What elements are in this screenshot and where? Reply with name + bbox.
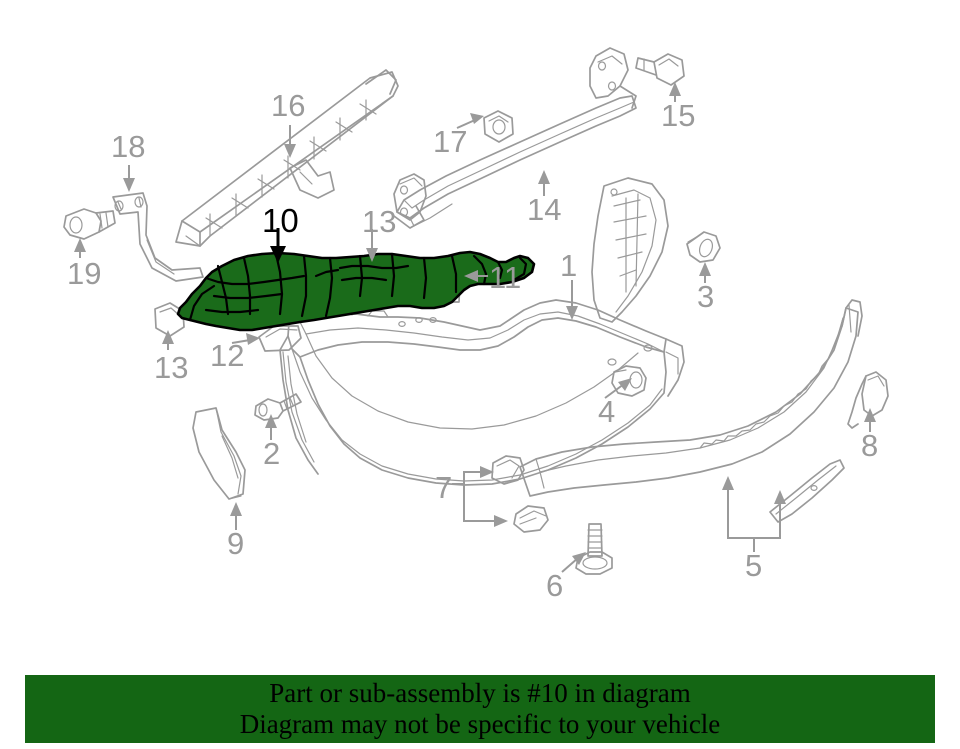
callout-label-10: 10	[262, 202, 299, 239]
callout-label-5: 5	[745, 548, 763, 583]
banner-line-1: Part or sub-assembly is #10 in diagram	[269, 678, 691, 708]
callout-label-14: 14	[527, 192, 562, 227]
part-corner-grille-bracket	[591, 177, 669, 323]
part-10-highlighted-bracket	[176, 250, 536, 332]
leader-13-left	[162, 330, 174, 350]
callout-label-12: 12	[210, 338, 245, 373]
callout-label-3: 3	[697, 279, 715, 314]
callout-label-9: 9	[227, 526, 245, 561]
part-19-bolt	[63, 208, 116, 240]
callout-label-2: 2	[263, 436, 281, 471]
leader-7	[452, 466, 508, 527]
part-6-bolt	[575, 523, 613, 575]
callout-label-13-right: 13	[362, 204, 397, 239]
leader-18	[123, 165, 135, 192]
leader-14	[538, 170, 550, 196]
leader-11	[464, 270, 488, 282]
callout-label-17: 17	[433, 124, 468, 159]
leader-19	[74, 238, 86, 258]
footer-banner: Part or sub-assembly is #10 in diagram D…	[25, 675, 935, 743]
part-9-side-bracket	[192, 407, 246, 500]
leader-2	[265, 414, 277, 440]
part-18-mounting-bracket	[112, 192, 204, 282]
callout-label-19: 19	[67, 256, 102, 291]
callout-label-8: 8	[861, 428, 879, 463]
part-14-reinforcement-bar	[393, 47, 637, 229]
part-3-retainer-pin	[686, 231, 721, 263]
callout-label-18: 18	[111, 129, 146, 164]
leader-5	[722, 476, 786, 552]
leader-15	[669, 82, 681, 102]
leader-8	[864, 408, 876, 432]
part-15-bolt	[635, 53, 685, 86]
leader-16	[284, 125, 296, 158]
part-17-nut	[483, 110, 514, 143]
callout-label-4: 4	[598, 394, 616, 429]
leader-9	[230, 502, 242, 530]
callout-label-1: 1	[560, 248, 578, 283]
part-12-pad	[258, 325, 302, 352]
callout-label-16: 16	[271, 88, 306, 123]
part-5-lower-trim-molding	[519, 299, 863, 523]
leader-12	[231, 333, 260, 345]
leader-1	[566, 280, 578, 320]
banner-line-2: Diagram may not be specific to your vehi…	[239, 709, 721, 739]
callout-label-13-left: 13	[154, 350, 189, 385]
part-2-screw	[254, 393, 302, 421]
part-8-reflector	[847, 371, 889, 429]
leader-13-right	[366, 229, 378, 262]
leader-3	[699, 262, 711, 283]
callout-label-6: 6	[546, 568, 564, 603]
leader-10	[270, 228, 286, 263]
callout-label-11: 11	[489, 260, 522, 295]
leader-4	[604, 378, 632, 399]
leader-17	[456, 113, 484, 129]
callout-label-15: 15	[661, 98, 696, 133]
part-16-crossmember	[175, 69, 399, 247]
part-1-bumper-cover	[279, 299, 685, 486]
part-7-clips	[491, 455, 549, 533]
callout-label-7: 7	[435, 470, 453, 505]
leader-6	[561, 552, 586, 573]
part-13-nut-left	[154, 302, 185, 337]
